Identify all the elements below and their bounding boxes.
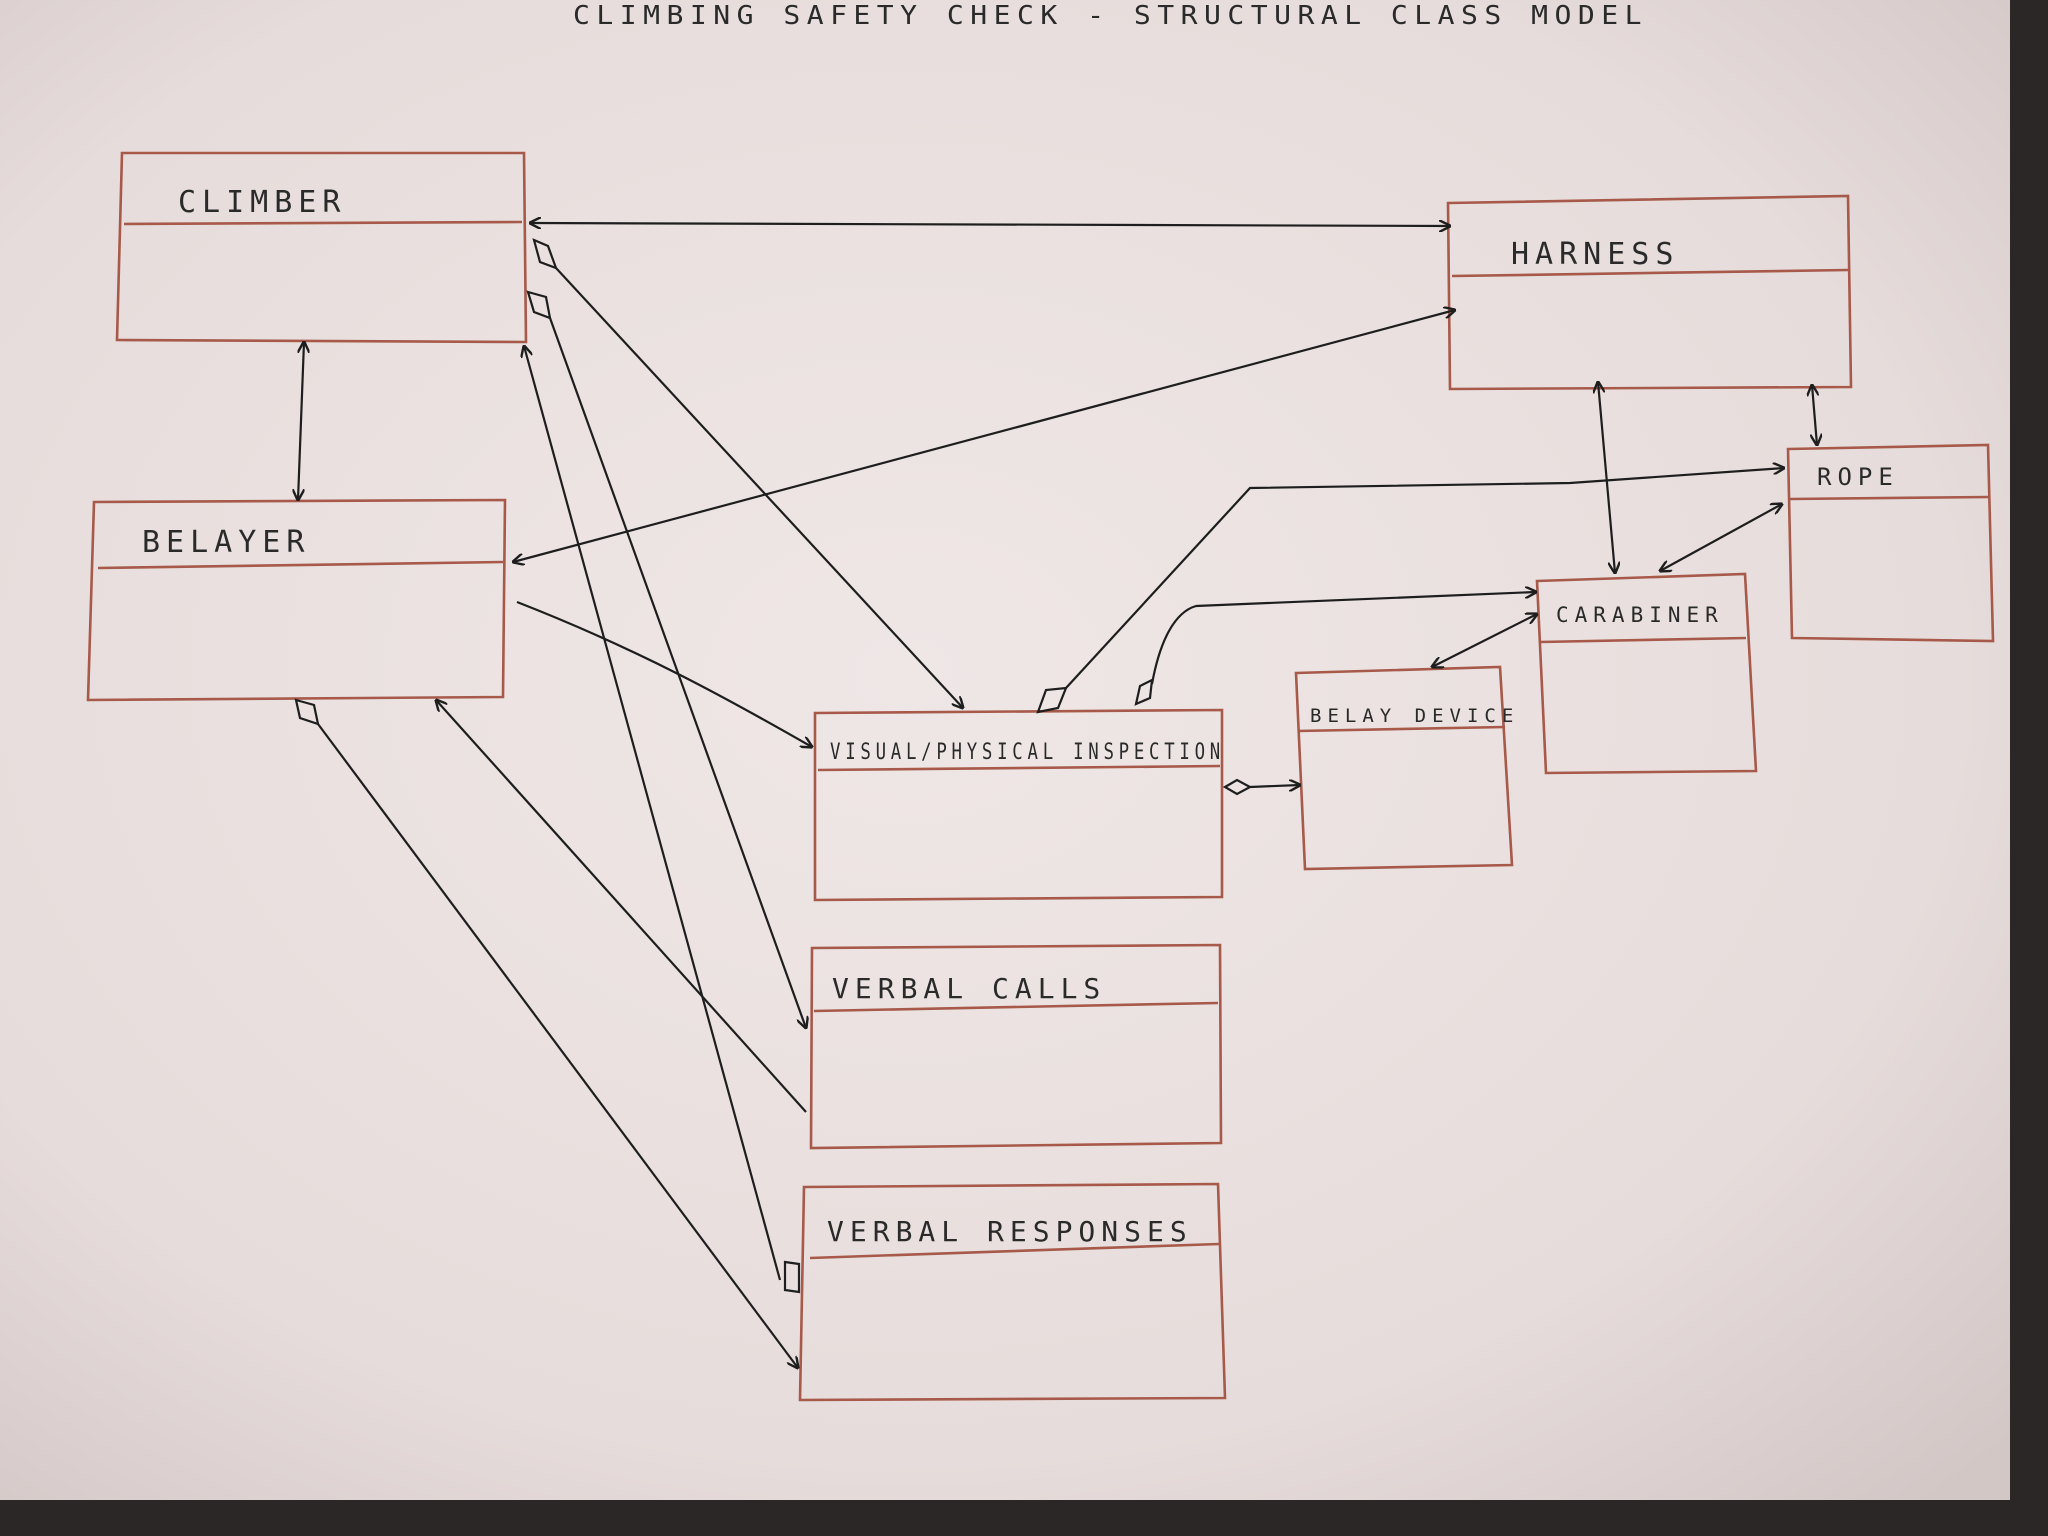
class-belayer-box (86, 498, 507, 702)
edge-harness-rope[interactable] (1812, 385, 1817, 445)
aggregation-diamond-inspection-rope (1036, 686, 1068, 714)
class-climber[interactable]: CLIMBER (115, 151, 528, 344)
aggregation-diamond-verbal-responses (783, 1260, 801, 1294)
class-verbal-responses-name: VERBAL RESPONSES (827, 1215, 1193, 1248)
edge-climber-inspection[interactable] (555, 267, 963, 708)
aggregation-diamond-belayer-verbal-responses (294, 698, 320, 726)
class-inspection-divider (817, 764, 1221, 772)
class-visual-physical-inspection[interactable]: VISUAL/PHYSICAL INSPECTION (813, 708, 1225, 902)
class-belayer-divider (97, 560, 504, 570)
class-carabiner[interactable]: CARABINER (1535, 572, 1758, 775)
class-climber-divider (123, 220, 523, 226)
aggregation-diamond-climber-inspection (532, 238, 558, 270)
class-belay-device-box (1294, 665, 1514, 871)
class-harness-name: HARNESS (1511, 237, 1679, 272)
class-verbal-responses[interactable]: VERBAL RESPONSES (798, 1182, 1227, 1402)
edge-inspection-belay-device[interactable] (1249, 785, 1300, 787)
class-verbal-responses-divider (809, 1242, 1220, 1260)
aggregation-diamond-inspection-belay-device (1222, 778, 1253, 796)
desk-edge-right (2010, 0, 2048, 1536)
class-inspection-name: VISUAL/PHYSICAL INSPECTION (830, 740, 1225, 765)
class-rope-divider (1789, 495, 1990, 501)
class-harness-divider (1451, 268, 1849, 278)
class-verbal-calls-divider (813, 1001, 1219, 1013)
class-rope[interactable]: ROPE (1786, 443, 1995, 643)
edge-harness-carabiner[interactable] (1598, 382, 1615, 573)
class-verbal-calls-name: VERBAL CALLS (832, 972, 1106, 1005)
class-verbal-calls[interactable]: VERBAL CALLS (809, 943, 1223, 1150)
edge-inspection-carabiner[interactable] (1150, 592, 1536, 685)
desk-edge-bottom (0, 1500, 2048, 1536)
class-verbal-calls-box (809, 943, 1223, 1150)
aggregation-diamond-inspection-carabiner (1134, 678, 1154, 706)
edge-belay-device-carabiner[interactable] (1432, 614, 1537, 667)
class-belay-device-divider (1297, 725, 1506, 733)
class-verbal-responses-box (798, 1182, 1227, 1402)
class-carabiner-box (1535, 572, 1758, 775)
edge-belayer-verbal-responses[interactable] (317, 723, 798, 1368)
class-carabiner-divider (1539, 636, 1747, 644)
class-belayer[interactable]: BELAYER (86, 498, 507, 702)
aggregation-diamond-climber-verbal-calls (526, 290, 552, 320)
class-carabiner-name: CARABINER (1556, 603, 1724, 627)
edge-climber-verbal-calls[interactable] (548, 317, 806, 1028)
edge-climber-belayer[interactable] (298, 342, 304, 500)
edge-carabiner-rope[interactable] (1660, 504, 1782, 571)
edge-belayer-harness[interactable] (513, 310, 1455, 562)
class-belay-device[interactable]: BELAY DEVICE (1294, 665, 1519, 871)
paper-sheet (0, 0, 2010, 1500)
class-rope-box (1786, 443, 1995, 643)
edge-inspection-rope[interactable] (1065, 468, 1784, 689)
class-belay-device-name: BELAY DEVICE (1310, 705, 1519, 727)
edge-verbal-responses-climber[interactable] (524, 346, 782, 1281)
class-rope-name: ROPE (1817, 463, 1899, 491)
class-inspection-box (813, 708, 1224, 902)
edge-verbal-calls-belayer[interactable] (436, 700, 807, 1113)
diagram-title: CLIMBING SAFETY CHECK - STRUCTURAL CLASS… (573, 1, 1648, 31)
class-climber-name: CLIMBER (178, 185, 346, 220)
class-belayer-name: BELAYER (142, 525, 310, 560)
